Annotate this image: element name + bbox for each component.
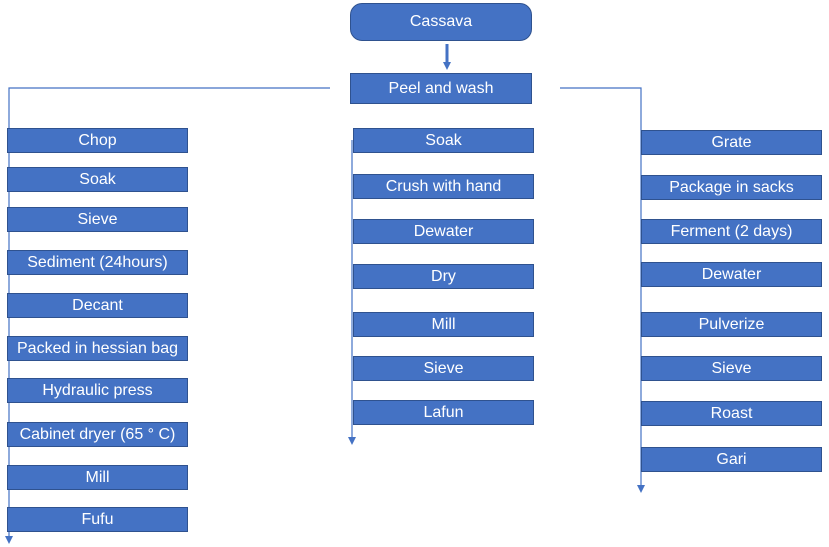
- peel-and-wash-box: Peel and wash: [350, 73, 532, 104]
- left-step-box: Decant: [7, 293, 188, 318]
- middle-step-box: Crush with hand: [353, 174, 534, 199]
- middle-step-box: Dry: [353, 264, 534, 289]
- left-step-box: Soak: [7, 167, 188, 192]
- right-branch-line: [560, 87, 645, 493]
- left-step-box: Sediment (24hours): [7, 250, 188, 275]
- middle-step-box: Soak: [353, 128, 534, 153]
- left-step-box: Hydraulic press: [7, 378, 188, 403]
- middle-step-box: Lafun: [353, 400, 534, 425]
- left-step-box: Chop: [7, 128, 188, 153]
- middle-step-box: Mill: [353, 312, 534, 337]
- cassava-box: Cassava: [350, 3, 532, 41]
- right-step-box: Ferment (2 days): [641, 219, 822, 244]
- right-step-box: Dewater: [641, 262, 822, 287]
- right-step-box: Gari: [641, 447, 822, 472]
- left-step-box: Sieve: [7, 207, 188, 232]
- right-step-box: Package in sacks: [641, 175, 822, 200]
- right-step-box: Roast: [641, 401, 822, 426]
- left-step-box: Cabinet dryer (65 ° C): [7, 422, 188, 447]
- middle-step-box: Sieve: [353, 356, 534, 381]
- left-step-box: Packed in hessian bag: [7, 336, 188, 361]
- right-step-box: Pulverize: [641, 312, 822, 337]
- right-step-box: Grate: [641, 130, 822, 155]
- middle-step-box: Dewater: [353, 219, 534, 244]
- right-step-box: Sieve: [641, 356, 822, 381]
- left-step-box: Fufu: [7, 507, 188, 532]
- left-step-box: Mill: [7, 465, 188, 490]
